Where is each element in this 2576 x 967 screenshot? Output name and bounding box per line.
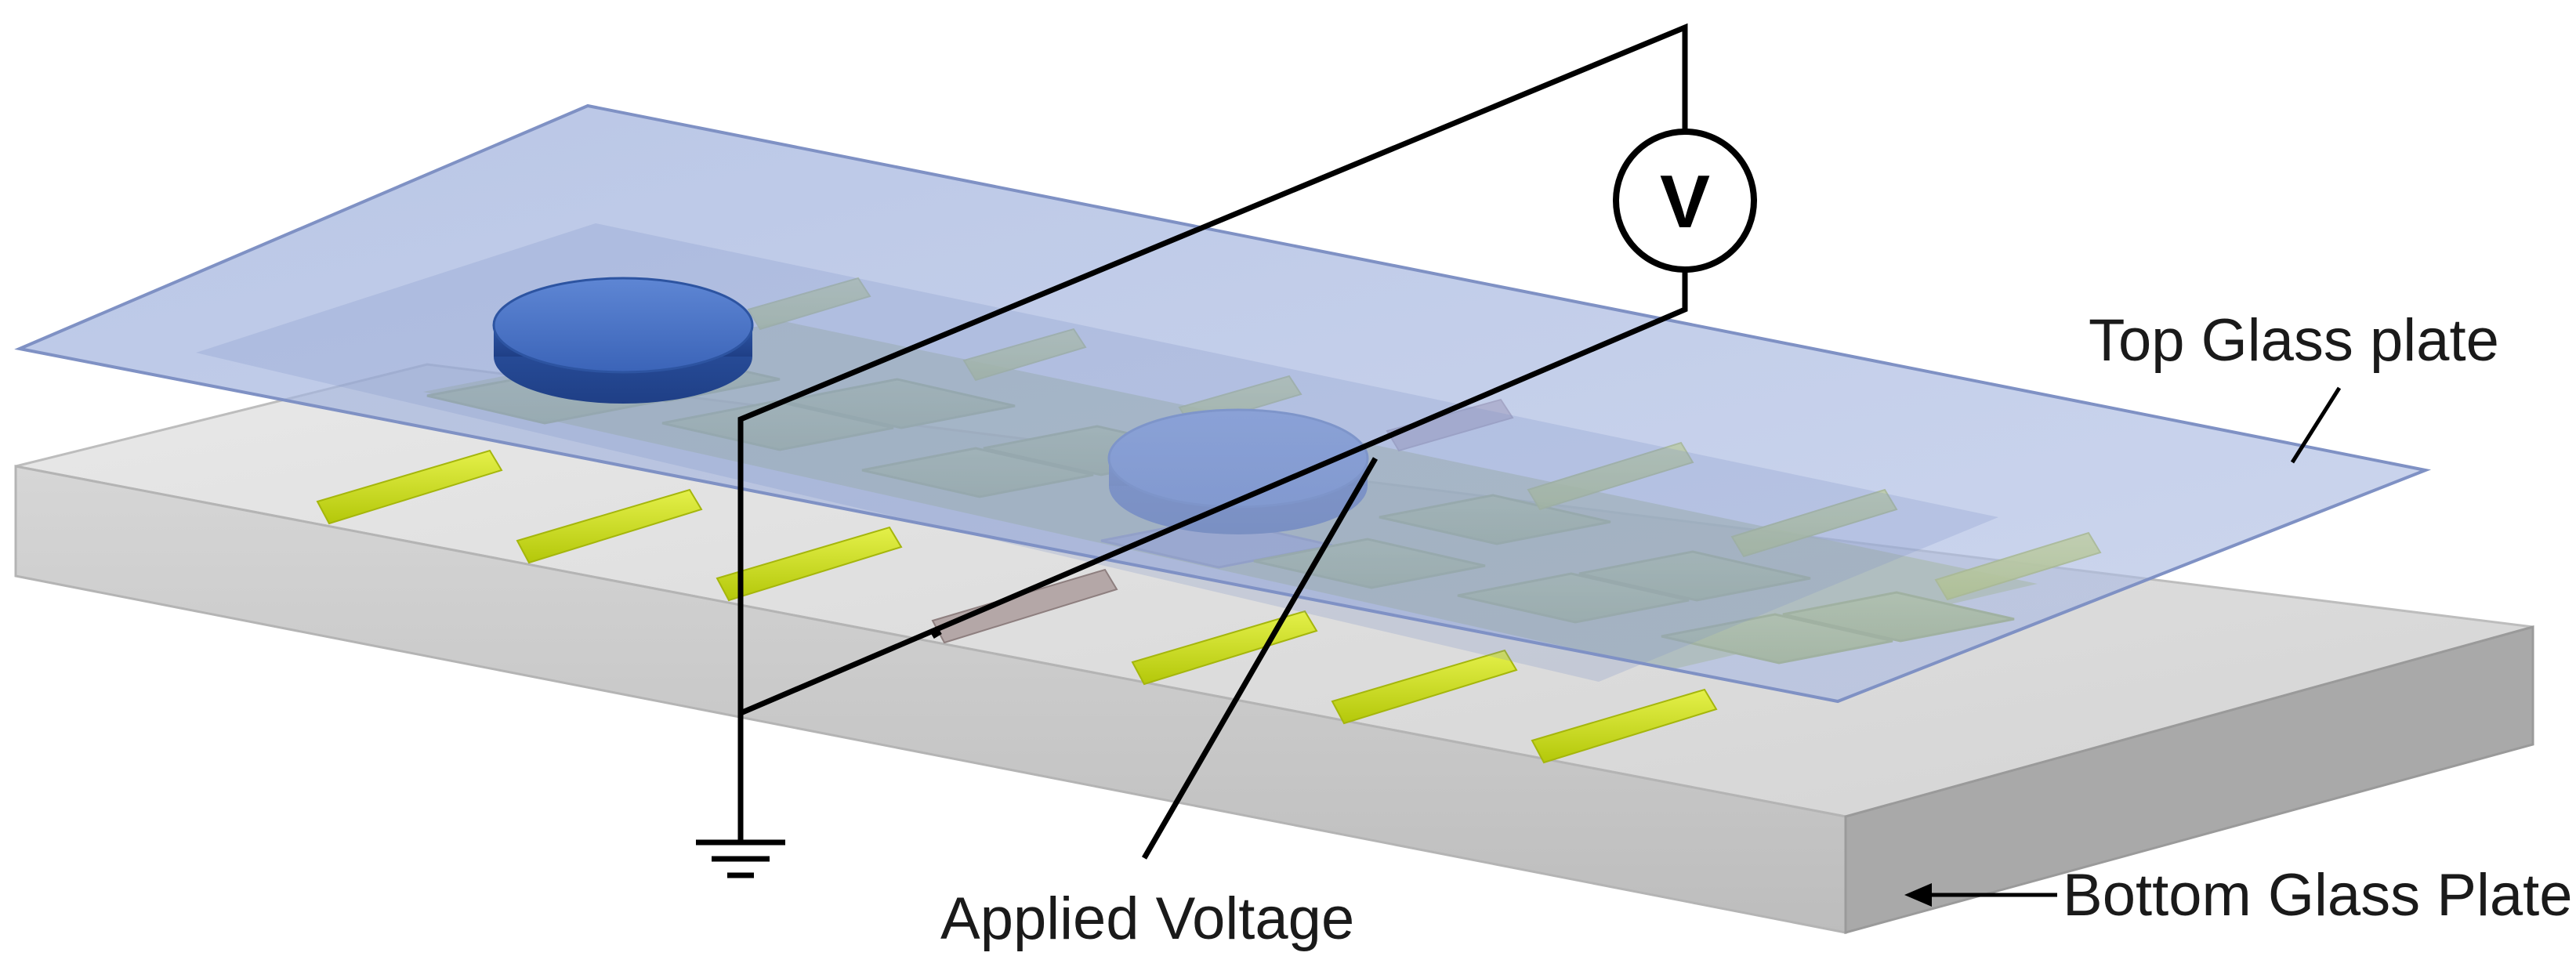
electrode-rail (1331, 649, 1518, 725)
bottom-plate-label: Bottom Glass Plate (2063, 862, 2573, 929)
bottom-plate-side-face (1844, 625, 2534, 934)
applied-voltage-label: Applied Voltage (940, 886, 1354, 952)
electrode-rail (1531, 688, 1718, 764)
bottom-plate-arrow-head (1904, 883, 1932, 907)
electrode-rail (716, 526, 903, 602)
circuit-wires (737, 23, 1688, 860)
top-plate-face (14, 103, 2432, 704)
voltmeter-symbol: V (1660, 160, 1710, 244)
wire-bottom-electrode (931, 628, 942, 639)
wire-right-loop (739, 270, 1688, 716)
voltmeter-icon (1613, 129, 1757, 273)
electrode-rail (316, 449, 503, 525)
droplet (492, 277, 754, 404)
top-plate-leader-line (2290, 386, 2342, 464)
electrode-rail (1131, 610, 1318, 686)
wire-left-loop (737, 23, 1688, 713)
top-plate-callout: Top Glass plate (2089, 307, 2499, 464)
bottom-plate-callout: Bottom Glass Plate (1904, 862, 2573, 929)
ground-symbol-icon (696, 839, 785, 878)
bottom-electrode-rails (316, 449, 1718, 764)
wire-voltage-pointer (1141, 457, 1379, 860)
voltmeter: V (1613, 129, 1757, 273)
electrode-rail (931, 568, 1118, 644)
electrode-rail (516, 488, 703, 564)
top-plate-label: Top Glass plate (2089, 307, 2499, 374)
